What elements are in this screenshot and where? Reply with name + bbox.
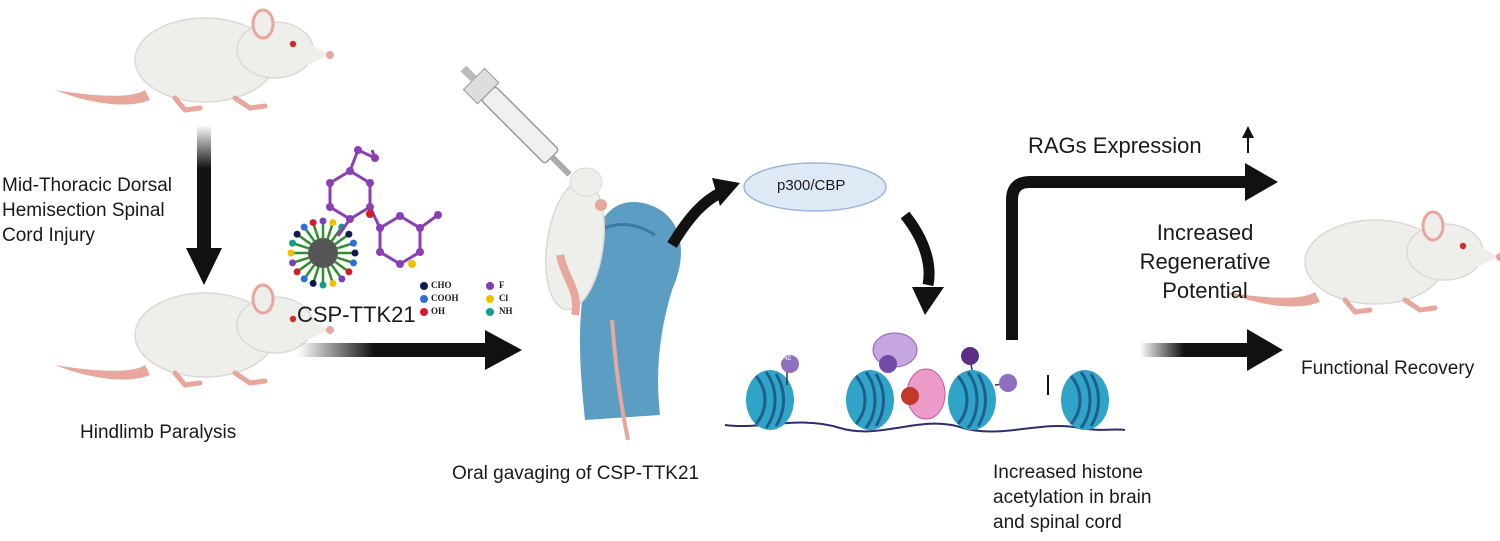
to-chromatin-arrow bbox=[900, 211, 944, 315]
injury-arrow bbox=[186, 125, 222, 285]
regen-label: Increased Regenerative Potential bbox=[1139, 220, 1271, 303]
key-cl: Cl bbox=[499, 293, 508, 303]
nanosphere-spoke bbox=[295, 242, 310, 250]
functional-group-dot bbox=[289, 259, 297, 267]
functional-group-dot bbox=[338, 275, 346, 283]
functional-group-dot bbox=[349, 239, 357, 247]
nanosphere-spoke bbox=[336, 242, 351, 250]
nanosphere-spoke bbox=[298, 234, 312, 246]
rags-label: RAGs Expression bbox=[1028, 133, 1202, 158]
functional-group-dot bbox=[345, 230, 353, 238]
gavage-illustration bbox=[460, 65, 681, 441]
nanosphere-spoke bbox=[330, 264, 342, 278]
to-enzyme-arrow bbox=[667, 178, 740, 248]
functional-group-dot bbox=[309, 279, 317, 287]
increase-indicator bbox=[1242, 126, 1254, 153]
nanosphere-spoke bbox=[326, 225, 334, 240]
functional-group-dot bbox=[351, 249, 359, 257]
nanosphere-spoke bbox=[312, 266, 320, 281]
functional-group-dot bbox=[289, 239, 297, 247]
healthy-rat bbox=[55, 10, 334, 110]
acetylation-label: Increased histone acetylation in brain a… bbox=[993, 462, 1152, 533]
recovery-label: Functional Recovery bbox=[1301, 358, 1475, 379]
functional-group-dot bbox=[293, 230, 301, 238]
treatment-arrow bbox=[298, 330, 522, 370]
nanosphere-spoke bbox=[336, 256, 351, 264]
paralysis-label: Hindlimb Paralysis bbox=[80, 422, 237, 443]
nanosphere-spoke bbox=[334, 260, 348, 272]
functional-group-dot bbox=[349, 259, 357, 267]
functional-group-dot bbox=[309, 219, 317, 227]
rags-arrow bbox=[1006, 163, 1278, 340]
enzyme-label: p300/CBP bbox=[777, 177, 846, 194]
nanosphere-spoke bbox=[312, 225, 320, 240]
functional-group-dot bbox=[300, 275, 308, 283]
acetyl-mark: Ac bbox=[782, 353, 792, 362]
functional-group-dot bbox=[345, 268, 353, 276]
paralysed-rat bbox=[55, 285, 334, 385]
functional-group-dot bbox=[319, 281, 327, 289]
key-f: F bbox=[499, 280, 505, 290]
enzyme-bubble bbox=[743, 162, 887, 212]
nanosphere-spoke bbox=[334, 234, 348, 246]
injury-label: Mid-Thoracic Dorsal Hemisection Spinal C… bbox=[2, 175, 172, 246]
functional-group-dot bbox=[329, 219, 337, 227]
nanosphere-spoke bbox=[330, 228, 342, 242]
nanosphere-spoke bbox=[298, 260, 312, 272]
key-cooh: COOH bbox=[431, 293, 459, 303]
functional-group-dot bbox=[329, 279, 337, 287]
nanosphere-spoke bbox=[304, 228, 316, 242]
key-nh: NH bbox=[499, 306, 513, 316]
gavage-label: Oral gavaging of CSP-TTK21 bbox=[452, 463, 700, 484]
nanosphere-spoke bbox=[295, 256, 310, 264]
chromatin bbox=[724, 332, 1126, 433]
functional-group-dot bbox=[300, 223, 308, 231]
functional-group-dot bbox=[287, 249, 295, 257]
compound-label: CSP-TTK21 bbox=[297, 302, 416, 327]
functional-group-dot bbox=[293, 268, 301, 276]
csp-ttk21-molecule bbox=[287, 146, 442, 289]
nanosphere-spoke bbox=[304, 264, 316, 278]
nanosphere-spoke bbox=[326, 266, 334, 281]
chem-key-dots bbox=[420, 282, 494, 316]
key-oh: OH bbox=[431, 306, 446, 316]
functional-group-dot bbox=[319, 217, 327, 225]
key-cho: CHO bbox=[431, 280, 452, 290]
recovery-arrow bbox=[1140, 329, 1283, 371]
